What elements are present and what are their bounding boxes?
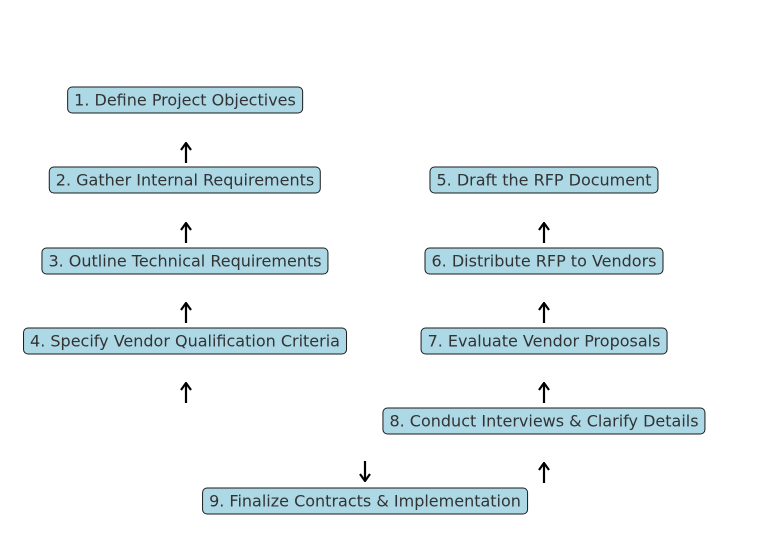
step-6-box: 6. Distribute RFP to Vendors xyxy=(424,247,664,275)
step-4-label: 4. Specify Vendor Qualification Criteria xyxy=(30,331,340,351)
arrow-up-icon xyxy=(179,302,193,324)
step-9-label: 9. Finalize Contracts & Implementation xyxy=(209,491,521,511)
arrow-up-icon xyxy=(537,302,551,324)
step-7-box: 7. Evaluate Vendor Proposals xyxy=(420,327,668,355)
arrow-down-icon xyxy=(358,460,372,482)
step-3-label: 3. Outline Technical Requirements xyxy=(48,251,322,271)
step-2-box: 2. Gather Internal Requirements xyxy=(48,166,322,194)
step-8-box: 8. Conduct Interviews & Clarify Details xyxy=(382,407,706,435)
arrow-up-icon xyxy=(179,142,193,164)
step-1-box: 1. Define Project Objectives xyxy=(67,86,303,114)
arrow-up-icon xyxy=(537,222,551,244)
arrow-up-icon xyxy=(179,382,193,404)
step-5-box: 5. Draft the RFP Document xyxy=(429,166,659,194)
step-8-label: 8. Conduct Interviews & Clarify Details xyxy=(389,411,699,431)
step-6-label: 6. Distribute RFP to Vendors xyxy=(431,251,657,271)
arrow-up-icon xyxy=(537,462,551,484)
arrow-up-icon xyxy=(179,222,193,244)
step-4-box: 4. Specify Vendor Qualification Criteria xyxy=(23,327,347,355)
step-5-label: 5. Draft the RFP Document xyxy=(436,170,652,190)
step-7-label: 7. Evaluate Vendor Proposals xyxy=(427,331,661,351)
arrow-up-icon xyxy=(537,382,551,404)
step-2-label: 2. Gather Internal Requirements xyxy=(55,170,315,190)
step-3-box: 3. Outline Technical Requirements xyxy=(41,247,329,275)
step-1-label: 1. Define Project Objectives xyxy=(74,90,296,110)
step-9-box: 9. Finalize Contracts & Implementation xyxy=(202,487,528,515)
